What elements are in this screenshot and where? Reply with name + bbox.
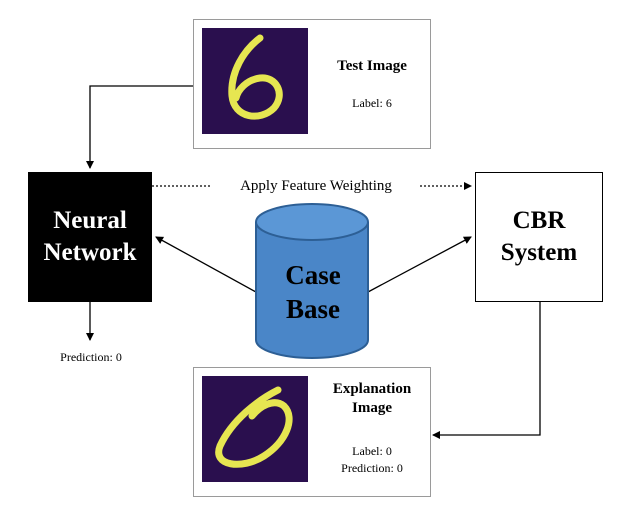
explanation-image-thumbnail [202, 376, 308, 482]
explanation-image-title-line2: Image [352, 400, 392, 416]
digit-zero-image [215, 386, 293, 468]
cbr-label-line1: CBR [512, 207, 566, 234]
apply-feature-weighting-label: Apply Feature Weighting [212, 176, 420, 196]
test-image-title: Test Image [337, 58, 407, 74]
cbr-system-box: CBR System [475, 172, 603, 302]
case-base-line1: Case [285, 260, 341, 290]
test-to-nn-arrow [86, 85, 193, 169]
digit-six-image [228, 34, 283, 120]
explanation-image-prediction: Prediction: 0 [341, 461, 403, 475]
explanation-image-label: Label: 0 [352, 444, 392, 458]
explanation-image-card: Explanation Image Label: 0 Prediction: 0 [193, 367, 431, 497]
test-image-label: Label: 6 [352, 96, 392, 110]
test-image-card: Test Image Label: 6 [193, 19, 431, 149]
neural-network-box: Neural Network [28, 172, 152, 302]
case-base-line2: Base [286, 294, 340, 324]
cbr-to-explanation-arrow [432, 302, 541, 439]
nn-label-line1: Neural [53, 207, 127, 234]
casebase-to-nn-arrow [155, 236, 257, 293]
nn-label-line2: Network [43, 239, 137, 266]
casebase-to-cbr-arrow [367, 236, 472, 293]
test-image-thumbnail [202, 28, 308, 134]
cbr-label-line2: System [500, 239, 578, 266]
case-base-label: Case Base [258, 258, 368, 326]
explanation-image-title-line1: Explanation [332, 381, 412, 397]
case-base-cylinder [255, 203, 369, 359]
nn-prediction-label: Prediction: 0 [60, 350, 122, 364]
